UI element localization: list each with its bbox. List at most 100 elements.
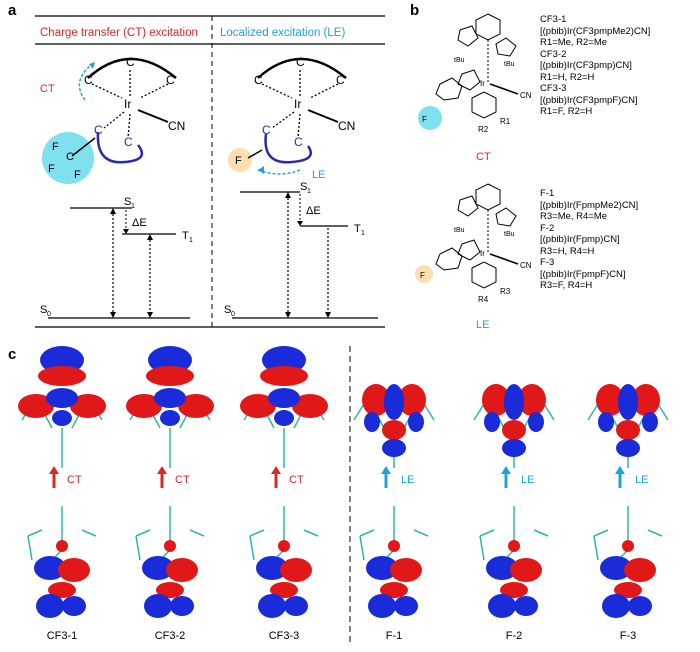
compound-name: CF3-1 <box>540 14 567 25</box>
f-highlight <box>228 148 252 172</box>
svg-text:CN: CN <box>168 119 185 133</box>
compound-formula: [(pbib)Ir(CF3pmpF)CN] <box>540 94 638 106</box>
lumo-lobe <box>602 594 630 618</box>
ct-complex: C C C Ir CN C C C F F F <box>42 55 185 184</box>
homo-lobe <box>178 394 214 418</box>
lumo-lobe <box>142 556 174 580</box>
lumo-lobe <box>164 540 176 552</box>
homo-lobe <box>148 346 192 374</box>
lumo-lobe <box>368 594 396 618</box>
homo-lobe <box>618 384 638 420</box>
compound-subs: R3=F, R4=H <box>540 280 593 291</box>
homo-lobe <box>642 412 658 432</box>
svg-text:S: S <box>224 304 231 316</box>
svg-text:C: C <box>254 73 263 87</box>
ct-cf3-highlight <box>418 106 442 130</box>
panel-b-letter: b <box>410 2 420 19</box>
orbital-pair <box>587 384 669 618</box>
transition-label: LE <box>521 474 535 486</box>
svg-text:C: C <box>166 73 175 87</box>
svg-text:Ir: Ir <box>480 79 485 88</box>
homo-lobe <box>292 394 328 418</box>
lumo-lobe <box>600 556 632 580</box>
svg-text:F: F <box>422 115 427 124</box>
homo-lobe <box>38 366 86 386</box>
homo-lobe <box>382 420 406 440</box>
homo-lobe <box>528 412 544 432</box>
lumo-lobe <box>278 540 290 552</box>
lumo-lobe <box>48 582 76 598</box>
homo-lobe <box>262 346 306 374</box>
svg-text:C: C <box>94 123 103 137</box>
svg-text:CN: CN <box>520 91 532 100</box>
homo-lobe <box>598 412 614 432</box>
svg-text:1: 1 <box>307 188 311 195</box>
le-header: Localized excitation (LE) <box>220 27 345 39</box>
ct-structure <box>435 13 519 119</box>
svg-text:Ir: Ir <box>294 97 301 111</box>
homo-lobe <box>126 394 162 418</box>
transition-label: CT <box>289 474 304 486</box>
compound-name: CF3-2 <box>540 48 567 60</box>
transition-label: LE <box>401 474 415 486</box>
compound-subs: R3=H, R4=H <box>540 245 595 257</box>
lumo-lobe <box>508 540 520 552</box>
svg-text:R4: R4 <box>478 295 489 304</box>
lumo-lobe <box>56 540 68 552</box>
lumo-lobe <box>394 596 418 616</box>
ct-compound-list: CF3-1 [(pbib)Ir(CF3pmpMe2)CN] R1=Me, R2=… <box>540 14 698 118</box>
svg-text:tBu: tBu <box>504 61 515 68</box>
transition-label: CT <box>67 474 82 486</box>
svg-text:F: F <box>235 155 242 167</box>
compound-formula: [(pbib)Ir(FpmpMe2)CN] <box>540 199 639 211</box>
svg-text:0: 0 <box>47 311 51 318</box>
svg-text:1: 1 <box>361 230 365 237</box>
compound-name: CF3-3 <box>540 83 567 94</box>
svg-text:1: 1 <box>131 203 135 210</box>
homo-lobe <box>268 388 300 408</box>
lumo-lobe <box>258 594 286 618</box>
compound-subs: R1=Me, R2=Me <box>540 37 608 48</box>
svg-text:C: C <box>296 55 305 69</box>
svg-text:F: F <box>52 141 59 153</box>
svg-text:C: C <box>336 73 345 87</box>
lumo-lobe <box>144 594 172 618</box>
svg-text:CN: CN <box>338 119 355 133</box>
svg-text:C: C <box>124 135 133 149</box>
le-structure <box>435 183 519 289</box>
homo-lobe <box>364 412 380 432</box>
homo-lobe <box>362 384 390 416</box>
homo-lobe <box>504 384 524 420</box>
lumo-lobe <box>614 582 642 598</box>
le-energy-diagram: S 1 T 1 S 0 ΔE <box>224 181 378 319</box>
homo-lobe <box>260 366 308 386</box>
lumo-lobe <box>380 582 408 598</box>
lumo-lobe <box>284 596 308 616</box>
le-compound-list: F-1 [(pbib)Ir(FpmpMe2)CN] R3=Me, R4=Me F… <box>540 188 698 292</box>
ct-header: Charge transfer (CT) excitation <box>40 27 198 39</box>
molecule-label: CF3-2 <box>154 630 186 642</box>
compound-formula: [(pbib)Ir(Fpmp)CN] <box>540 234 620 245</box>
homo-lobe <box>52 410 72 426</box>
le-tag: LE <box>476 319 489 331</box>
svg-text:C: C <box>66 151 74 163</box>
orbital-pair <box>126 346 214 618</box>
compound-name: F-2 <box>540 222 555 234</box>
lumo-lobe <box>166 558 198 582</box>
svg-text:CN: CN <box>520 261 532 270</box>
svg-text:Ir: Ir <box>480 249 485 258</box>
svg-text:R3: R3 <box>500 287 511 296</box>
svg-text:R2: R2 <box>478 125 489 134</box>
lumo-lobe <box>366 556 398 580</box>
lumo-lobe <box>500 582 528 598</box>
svg-text:1: 1 <box>189 237 193 244</box>
lumo-lobe <box>36 594 64 618</box>
homo-lobe <box>46 388 78 408</box>
le-f-highlight <box>415 265 433 283</box>
svg-text:C: C <box>84 73 93 87</box>
svg-text:F: F <box>48 163 55 175</box>
compound-subs: R1=H, R2=H <box>540 71 595 83</box>
orbital-pair <box>353 384 435 618</box>
svg-text:S: S <box>40 304 47 316</box>
molecule-label: F-3 <box>619 630 637 642</box>
